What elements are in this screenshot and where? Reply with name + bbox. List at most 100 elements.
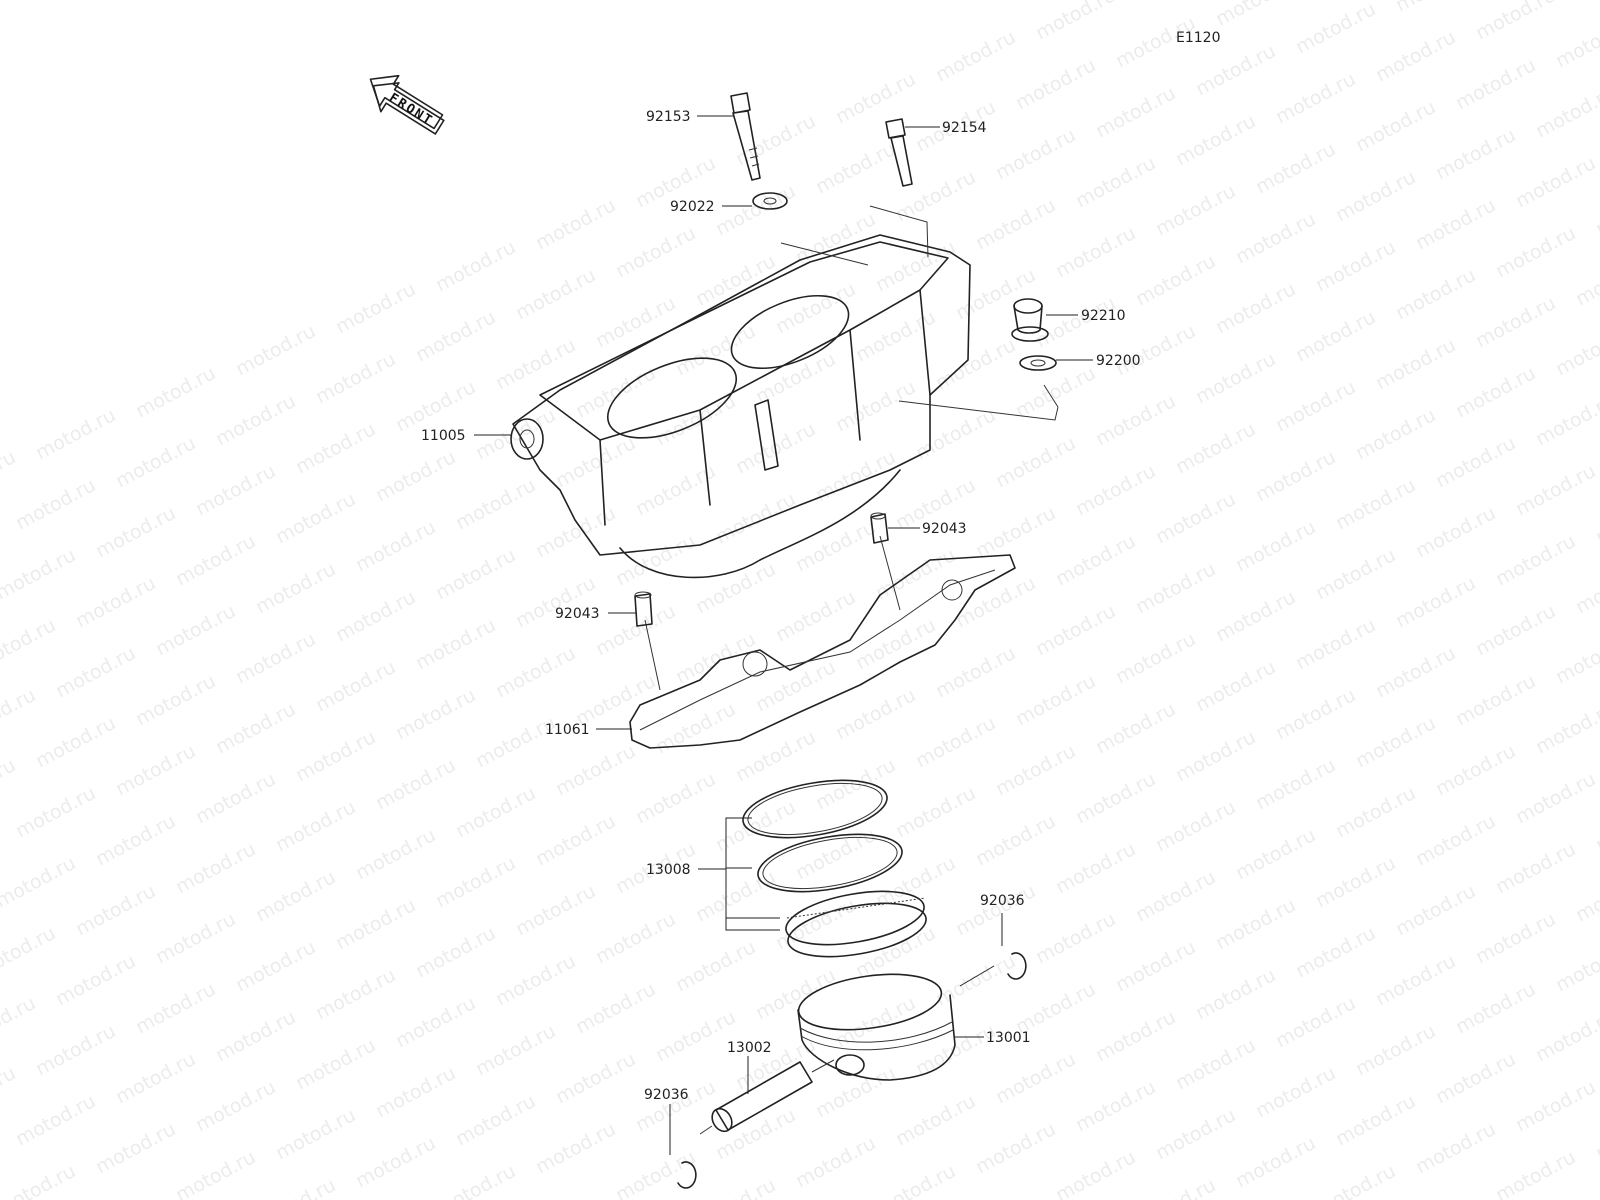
watermark-text: motod.ru bbox=[1472, 292, 1559, 352]
watermark-text: motod.ru bbox=[1412, 502, 1499, 562]
watermark-text: motod.ru bbox=[792, 208, 879, 268]
watermark-text: motod.ru bbox=[432, 852, 519, 912]
watermark-text: motod.ru bbox=[1292, 922, 1379, 982]
watermark-text: motod.ru bbox=[712, 796, 799, 856]
watermark-text: motod.ru bbox=[32, 1020, 119, 1080]
watermark-text: motod.ru bbox=[0, 614, 59, 674]
watermark-text: motod.ru bbox=[332, 894, 419, 954]
watermark-text: motod.ru bbox=[1252, 446, 1339, 506]
watermark-text: motod.ru bbox=[1252, 138, 1339, 198]
watermark-text: motod.ru bbox=[492, 334, 579, 394]
label-92154: 92154 bbox=[942, 120, 987, 136]
watermark-text: motod.ru bbox=[1252, 1062, 1339, 1122]
watermark-text: motod.ru bbox=[732, 110, 819, 170]
watermark-text: motod.ru bbox=[0, 852, 79, 912]
watermark-text: motod.ru bbox=[712, 1104, 799, 1164]
watermark-text: motod.ru bbox=[1592, 1104, 1600, 1164]
watermark-text: motod.ru bbox=[132, 362, 219, 422]
watermark-text: motod.ru bbox=[1552, 320, 1600, 380]
watermark-text: motod.ru bbox=[1272, 68, 1359, 128]
watermark-text: motod.ru bbox=[1552, 12, 1600, 72]
watermark-text: motod.ru bbox=[1572, 866, 1600, 926]
watermark-text: motod.ru bbox=[472, 1020, 559, 1080]
watermark-text: motod.ru bbox=[1072, 768, 1159, 828]
watermark-text: motod.ru bbox=[552, 432, 639, 492]
watermark-text: motod.ru bbox=[1232, 208, 1319, 268]
watermark-text: motod.ru bbox=[12, 1090, 99, 1150]
watermark-text: motod.ru bbox=[1172, 110, 1259, 170]
watermark-text: motod.ru bbox=[612, 222, 699, 282]
watermark-text: motod.ru bbox=[472, 404, 559, 464]
watermark-text: motod.ru bbox=[232, 628, 319, 688]
watermark-text: motod.ru bbox=[672, 936, 759, 996]
bolt-92153: 92153 bbox=[646, 92, 761, 181]
watermark-text: motod.ru bbox=[212, 698, 299, 758]
watermark-text: motod.ru bbox=[932, 642, 1019, 702]
watermark-text: motod.ru bbox=[0, 1062, 19, 1122]
watermark-text: motod.ru bbox=[1072, 1076, 1159, 1136]
watermark-text: motod.ru bbox=[532, 194, 619, 254]
watermark-text: motod.ru bbox=[1512, 1076, 1599, 1136]
watermark-text: motod.ru bbox=[1432, 432, 1519, 492]
watermark-text: motod.ru bbox=[1112, 320, 1199, 380]
watermark-text: motod.ru bbox=[1132, 0, 1219, 2]
label-92022: 92022 bbox=[670, 199, 715, 215]
watermark-text: motod.ru bbox=[972, 502, 1059, 562]
watermark-text: motod.ru bbox=[412, 306, 499, 366]
watermark-text: motod.ru bbox=[0, 922, 59, 982]
watermark-text: motod.ru bbox=[212, 390, 299, 450]
watermark-text: motod.ru bbox=[1392, 264, 1479, 324]
watermark-text: motod.ru bbox=[612, 1146, 699, 1200]
watermark-text: motod.ru bbox=[1572, 558, 1600, 618]
label-13008: 13008 bbox=[646, 862, 691, 878]
watermark-text: motod.ru bbox=[1512, 152, 1599, 212]
watermark-text: motod.ru bbox=[352, 1132, 439, 1192]
watermark-text: motod.ru bbox=[1392, 0, 1479, 16]
watermark-text: motod.ru bbox=[192, 1076, 279, 1136]
watermark-text: motod.ru bbox=[372, 1062, 459, 1122]
watermark-text: motod.ru bbox=[792, 1132, 879, 1192]
watermark-text: motod.ru bbox=[632, 1076, 719, 1136]
watermark-text: motod.ru bbox=[52, 642, 139, 702]
circlip-92036-right: 92036 bbox=[959, 893, 1027, 987]
watermark-text: motod.ru bbox=[1272, 376, 1359, 436]
watermark-text: motod.ru bbox=[1472, 600, 1559, 660]
watermark-text: motod.ru bbox=[252, 558, 339, 618]
watermark-text: motod.ru bbox=[292, 726, 379, 786]
watermark-text: motod.ru bbox=[1012, 54, 1099, 114]
watermark-text: motod.ru bbox=[1112, 936, 1199, 996]
watermark-text: motod.ru bbox=[412, 922, 499, 982]
label-92043-left: 92043 bbox=[555, 606, 600, 622]
watermark-text: motod.ru bbox=[272, 796, 359, 856]
watermark-text: motod.ru bbox=[1292, 0, 1379, 58]
watermark-text: motod.ru bbox=[632, 768, 719, 828]
watermark-text: motod.ru bbox=[332, 278, 419, 338]
watermark-text: motod.ru bbox=[532, 810, 619, 870]
watermark-text: motod.ru bbox=[932, 950, 1019, 1010]
watermark-text: motod.ru bbox=[1352, 404, 1439, 464]
watermark-text: motod.ru bbox=[1152, 180, 1239, 240]
watermark-text: motod.ru bbox=[912, 712, 999, 772]
watermark-text: motod.ru bbox=[292, 1034, 379, 1094]
watermark-text: motod.ru bbox=[1312, 1160, 1399, 1200]
watermark-text: motod.ru bbox=[1092, 390, 1179, 450]
watermark-text: motod.ru bbox=[192, 460, 279, 520]
watermark-text: motod.ru bbox=[1552, 936, 1600, 996]
label-92036-left: 92036 bbox=[644, 1087, 689, 1103]
watermark-text: motod.ru bbox=[432, 544, 519, 604]
watermark-text: motod.ru bbox=[792, 824, 879, 884]
watermark-text: motod.ru bbox=[892, 1090, 979, 1150]
watermark-text: motod.ru bbox=[932, 334, 1019, 394]
watermark-text: motod.ru bbox=[552, 1048, 639, 1108]
watermark-text: motod.ru bbox=[1192, 40, 1279, 100]
collar-92210: 92210 bbox=[1011, 298, 1126, 342]
watermark-text: motod.ru bbox=[1252, 754, 1339, 814]
watermark-text: motod.ru bbox=[872, 1160, 959, 1200]
watermark-text: motod.ru bbox=[692, 866, 779, 926]
watermark-text: motod.ru bbox=[1112, 628, 1199, 688]
label-92036-right: 92036 bbox=[980, 893, 1025, 909]
watermark-text: motod.ru bbox=[212, 1006, 299, 1066]
watermark-text: motod.ru bbox=[92, 502, 179, 562]
watermark-text: motod.ru bbox=[1452, 54, 1539, 114]
watermark-text: motod.ru bbox=[112, 1048, 199, 1108]
